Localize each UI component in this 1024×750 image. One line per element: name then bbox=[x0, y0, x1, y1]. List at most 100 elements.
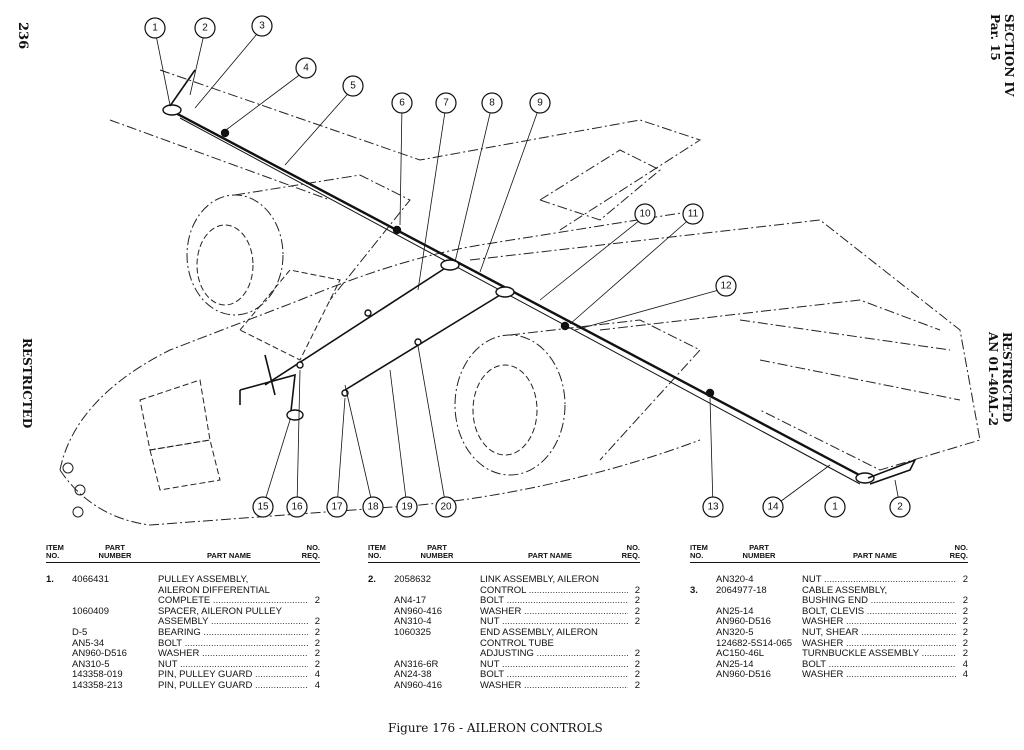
part-name: BOLT bbox=[480, 670, 628, 681]
svg-text:2: 2 bbox=[897, 502, 903, 513]
quantity-required: 2 bbox=[634, 605, 640, 617]
svg-text:9: 9 bbox=[537, 98, 543, 109]
part-name: WASHER bbox=[802, 617, 956, 628]
part-number: 143358-019 bbox=[72, 670, 123, 681]
part-name: PULLEY ASSEMBLY, bbox=[158, 575, 249, 585]
aileron-horn-right bbox=[867, 458, 917, 485]
quantity-required bbox=[628, 628, 640, 639]
aileron-outline bbox=[739, 319, 961, 401]
part-number: AN25-14 bbox=[716, 659, 754, 670]
item-number bbox=[368, 596, 394, 607]
quantity-required bbox=[308, 575, 320, 586]
part-number: AN960-416 bbox=[394, 606, 443, 617]
item-number: 1. bbox=[46, 574, 54, 585]
quantity-required: 2 bbox=[634, 584, 640, 596]
table-row: AN960-416 WASHER 2 bbox=[368, 605, 640, 618]
part-name: TURNBUCKLE ASSEMBLY bbox=[802, 649, 956, 660]
quantity-required: 2 bbox=[962, 616, 968, 628]
part-number: 1060409 bbox=[72, 606, 109, 617]
quantity-required: 2 bbox=[962, 595, 968, 607]
part-number: AN960-D516 bbox=[716, 670, 771, 681]
part-number: AN960-D516 bbox=[72, 649, 127, 660]
item-number bbox=[46, 681, 72, 692]
aileron-cable-upper bbox=[169, 108, 866, 480]
svg-text:20: 20 bbox=[440, 502, 452, 513]
part-name: BOLT, CLEVIS bbox=[802, 607, 956, 618]
table-row: AN960-D516WASHER4 bbox=[690, 670, 968, 681]
part-name: AILERON DIFFERENTIAL bbox=[158, 585, 270, 596]
svg-text:3: 3 bbox=[259, 21, 265, 32]
quantity-required: 2 bbox=[314, 658, 320, 670]
table-row: BUSHING END2 bbox=[690, 596, 968, 607]
doc-id-block: RESTRICTED AN 01-40AL-2 bbox=[982, 332, 1016, 452]
part-number: AN320-5 bbox=[716, 627, 754, 638]
svg-text:12: 12 bbox=[720, 281, 732, 292]
item-number bbox=[690, 670, 716, 681]
part-number bbox=[716, 596, 802, 607]
table-row: AN960-D516WASHER2 bbox=[46, 649, 320, 660]
table-row: CONTROL TUBE bbox=[368, 639, 640, 650]
item-number bbox=[46, 596, 72, 607]
table-row: ASSEMBLY2 bbox=[46, 617, 320, 628]
part-number: AN316-6R bbox=[394, 659, 439, 670]
quantity-required bbox=[628, 575, 640, 586]
nose-window bbox=[74, 484, 86, 496]
callout-3: 3 bbox=[251, 15, 273, 37]
quantity-required: 2 bbox=[962, 648, 968, 660]
quantity-required: 2 bbox=[634, 616, 640, 628]
part-name: WASHER bbox=[802, 670, 956, 681]
item-number: 3. bbox=[690, 584, 698, 596]
restricted-marking-left: RESTRICTED bbox=[20, 338, 34, 429]
nose-window bbox=[72, 506, 84, 518]
item-number bbox=[46, 639, 72, 650]
part-number bbox=[394, 649, 480, 660]
table-row: AN25-14 BOLT, CLEVIS 2 bbox=[690, 605, 968, 618]
quantity-required: 2 bbox=[314, 626, 320, 638]
svg-text:15: 15 bbox=[257, 502, 269, 513]
table-row: AN310-5NUT2 bbox=[46, 658, 320, 671]
item-number bbox=[46, 649, 72, 660]
part-number: AN5-34 bbox=[72, 638, 105, 649]
svg-text:2: 2 bbox=[202, 23, 208, 34]
document-number: AN 01-40AL-2 bbox=[986, 332, 1000, 426]
part-name: WASHER bbox=[480, 607, 628, 618]
part-number bbox=[394, 639, 480, 650]
table-row: AN24-38BOLT2 bbox=[368, 670, 640, 681]
aileron-controls-drawing: 1 2 3 4 5 6 7 8 9 10 11 12 13 14 1 2 15 … bbox=[59, 15, 980, 526]
part-number: AN4-17 bbox=[394, 596, 427, 607]
part-name: END ASSEMBLY, AILERON bbox=[480, 627, 598, 638]
part-name: PIN, PULLEY GUARD bbox=[158, 670, 308, 681]
tail-outline bbox=[538, 149, 661, 221]
right-wing-outline bbox=[469, 219, 980, 471]
part-name: NUT bbox=[480, 660, 628, 671]
section-header: SECTION IV Par. 15 bbox=[986, 14, 1016, 134]
callout-7: 7 bbox=[435, 92, 457, 114]
quantity-required: 4 bbox=[314, 669, 320, 681]
quantity-required: 2 bbox=[634, 595, 640, 607]
nose-window bbox=[62, 462, 74, 474]
quantity-required: 2 bbox=[962, 605, 968, 617]
table-row: AN960-416WASHER2 bbox=[368, 680, 640, 692]
part-number: AN25-14 bbox=[716, 606, 754, 617]
table-row: 124682-5S14-065WASHER2 bbox=[690, 638, 968, 650]
part-number bbox=[72, 586, 158, 597]
control-column-linkage bbox=[239, 354, 296, 421]
item-number bbox=[368, 639, 394, 650]
part-name: ADJUSTING bbox=[480, 649, 628, 660]
svg-text:1: 1 bbox=[152, 23, 158, 34]
callout-19: 19 bbox=[396, 496, 418, 518]
callout-6: 6 bbox=[391, 92, 413, 114]
table-row: D-5BEARING2 bbox=[46, 626, 320, 639]
fuselage-outline bbox=[59, 209, 701, 526]
part-name: NUT bbox=[802, 575, 956, 586]
callout-1-left: 1 bbox=[144, 17, 166, 39]
callout-9: 9 bbox=[529, 92, 551, 114]
callout-4: 4 bbox=[295, 57, 317, 79]
part-number bbox=[72, 617, 158, 628]
